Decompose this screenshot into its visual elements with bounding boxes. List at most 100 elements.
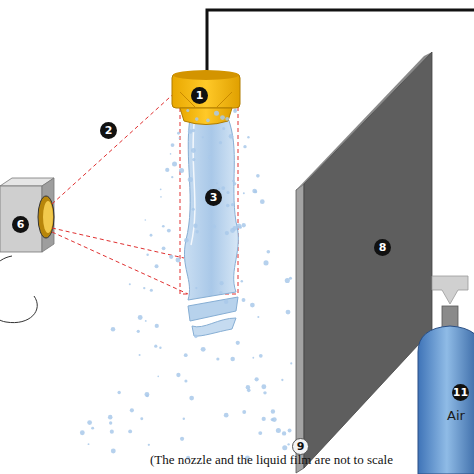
droplet: [108, 415, 113, 420]
droplet: [128, 429, 132, 433]
droplet: [172, 162, 177, 167]
droplet: [171, 143, 175, 147]
view-line: [52, 232, 188, 294]
part-name: Air: [447, 408, 465, 423]
camera-side: [42, 178, 54, 252]
panel: [304, 52, 432, 468]
droplet: [288, 429, 292, 433]
droplet: [150, 289, 153, 292]
droplet: [157, 376, 159, 378]
droplet: [219, 291, 222, 294]
droplets: [80, 109, 292, 461]
droplet: [258, 431, 262, 435]
view-line: [52, 88, 180, 204]
droplet: [252, 357, 254, 359]
camera-cable: [0, 256, 37, 323]
droplet: [241, 280, 243, 282]
droplet: [267, 250, 271, 254]
droplet: [230, 357, 234, 361]
droplet: [246, 385, 250, 389]
droplet: [242, 410, 246, 414]
droplet: [208, 156, 212, 160]
droplet: [282, 431, 286, 435]
droplet: [281, 379, 283, 381]
droplet: [179, 168, 184, 173]
droplet: [143, 287, 145, 289]
droplet: [231, 203, 234, 206]
nozzle-line: [216, 92, 232, 108]
camera-lens: [38, 196, 54, 238]
droplet: [162, 246, 166, 250]
droplet: [188, 129, 193, 134]
droplet: [111, 327, 116, 332]
droplet: [261, 384, 266, 389]
droplet: [243, 192, 245, 194]
droplet: [117, 391, 120, 394]
droplet: [139, 354, 141, 356]
droplet: [87, 420, 92, 425]
droplet: [236, 341, 240, 345]
callout-number: 8: [374, 239, 391, 256]
cylinder-valve: [442, 306, 458, 328]
camera-body: [0, 186, 42, 252]
wire: [207, 10, 474, 76]
droplet: [242, 223, 246, 227]
droplet: [201, 347, 206, 352]
droplet: [176, 373, 180, 377]
droplet: [219, 281, 223, 285]
droplet: [129, 283, 131, 285]
flow-arrow: [432, 276, 468, 304]
droplet: [191, 148, 196, 153]
droplet: [262, 417, 266, 421]
droplet: [80, 430, 85, 435]
droplet: [186, 109, 189, 112]
droplet: [216, 182, 218, 184]
droplet: [252, 189, 257, 194]
droplet: [208, 244, 210, 246]
droplet: [160, 188, 162, 190]
droplet: [282, 445, 287, 450]
droplet: [233, 182, 237, 186]
droplet: [109, 421, 112, 424]
droplet: [286, 310, 291, 315]
droplet: [209, 289, 213, 293]
droplet: [242, 298, 246, 302]
droplet: [148, 444, 150, 446]
droplet: [263, 260, 268, 265]
droplet: [91, 427, 94, 430]
droplet: [212, 224, 216, 228]
droplet: [183, 418, 185, 420]
droplet: [184, 379, 187, 382]
droplet: [145, 219, 147, 221]
droplet: [137, 330, 140, 333]
droplet: [263, 391, 266, 394]
droplet: [150, 234, 153, 237]
droplet: [271, 418, 274, 421]
droplet: [257, 316, 259, 318]
droplet: [145, 320, 147, 322]
droplet: [159, 347, 161, 349]
view-line: [52, 228, 184, 258]
droplet: [162, 225, 165, 228]
droplet: [145, 392, 150, 397]
droplet: [160, 196, 162, 198]
droplet: [188, 177, 193, 182]
camera-lens-glass: [43, 201, 53, 233]
droplet: [155, 264, 159, 268]
film-fragment: [188, 297, 238, 321]
droplet: [155, 324, 159, 328]
droplet: [260, 199, 265, 204]
droplet: [220, 115, 225, 120]
droplet: [184, 238, 189, 243]
droplet: [110, 430, 114, 434]
droplet: [271, 409, 275, 413]
droplet: [259, 354, 263, 358]
film-fragment: [192, 318, 236, 336]
droplet: [170, 153, 172, 155]
droplet: [146, 253, 148, 255]
droplet: [225, 117, 229, 121]
callout-number: 3: [205, 189, 222, 206]
droplet: [224, 413, 229, 418]
